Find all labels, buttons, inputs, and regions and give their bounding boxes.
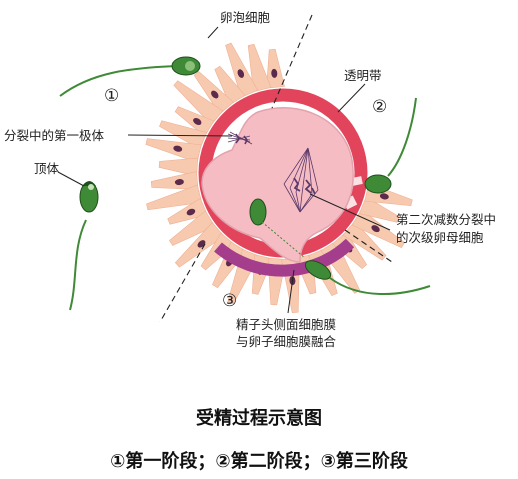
follicle-cell <box>214 65 246 106</box>
follicle-cell-nucleus <box>211 90 219 99</box>
label-first-polar-body: 分裂中的第一极体 <box>4 128 105 143</box>
follicle-cell <box>159 120 208 150</box>
follicle-cell <box>146 184 203 211</box>
follicle-cell <box>266 48 285 89</box>
egg-cell <box>201 107 354 263</box>
sperm-inside-egg <box>249 198 306 259</box>
follicle-cell-nucleus <box>379 193 389 200</box>
first-polar-body <box>227 131 253 145</box>
sperm-stage-3-fusing <box>304 260 431 296</box>
follicle-cell <box>158 157 199 177</box>
label-secondary-oocyte-line1: 第二次减数分裂中 <box>396 212 496 227</box>
follicle-cell <box>169 210 216 246</box>
label-fusion-line1: 精子头侧面细胞膜 <box>236 317 336 332</box>
zona-fusion-segment <box>214 238 355 277</box>
follicle-cell <box>342 220 387 261</box>
follicle-cell-nucleus <box>186 208 196 216</box>
label-acrosome: 顶体 <box>34 161 60 176</box>
sperm-stage-2 <box>364 97 417 194</box>
stage-number-1: ① <box>104 86 119 106</box>
follicle-cell-nucleus <box>271 68 278 78</box>
label-secondary-oocyte-line2: 的次级卵母细胞 <box>396 230 484 245</box>
follicle-cell-nucleus <box>237 69 245 78</box>
leader-lines <box>57 26 391 314</box>
spindle-secondary-oocyte <box>283 147 319 213</box>
caption-subtitle: ①第一阶段；②第二阶段；③第三阶段 <box>110 451 408 472</box>
follicle-cell <box>358 196 400 223</box>
sperm-stage-1 <box>59 56 201 97</box>
follicle-cell <box>150 171 199 190</box>
follicle-cell <box>173 80 224 126</box>
caption-title: 受精过程示意图 <box>196 408 322 429</box>
follicle-cell-nucleus <box>371 225 380 233</box>
stage-number-3: ③ <box>222 291 237 311</box>
follicle-cell-nucleus <box>174 179 184 186</box>
stage-number-2: ② <box>372 97 387 117</box>
follicle-cell <box>247 43 272 93</box>
follicle-cell <box>145 138 202 163</box>
label-follicle-cells: 卵泡细胞 <box>220 10 271 25</box>
sperm-acrosome <box>69 181 99 311</box>
stage-divider-lines <box>159 14 393 323</box>
follicle-cell-nucleus <box>193 118 202 125</box>
follicle-cell-nucleus <box>173 145 183 152</box>
label-fusion-line2: 与卵子细胞膜融合 <box>236 334 337 349</box>
label-zona-pellucida: 透明带 <box>344 68 382 83</box>
